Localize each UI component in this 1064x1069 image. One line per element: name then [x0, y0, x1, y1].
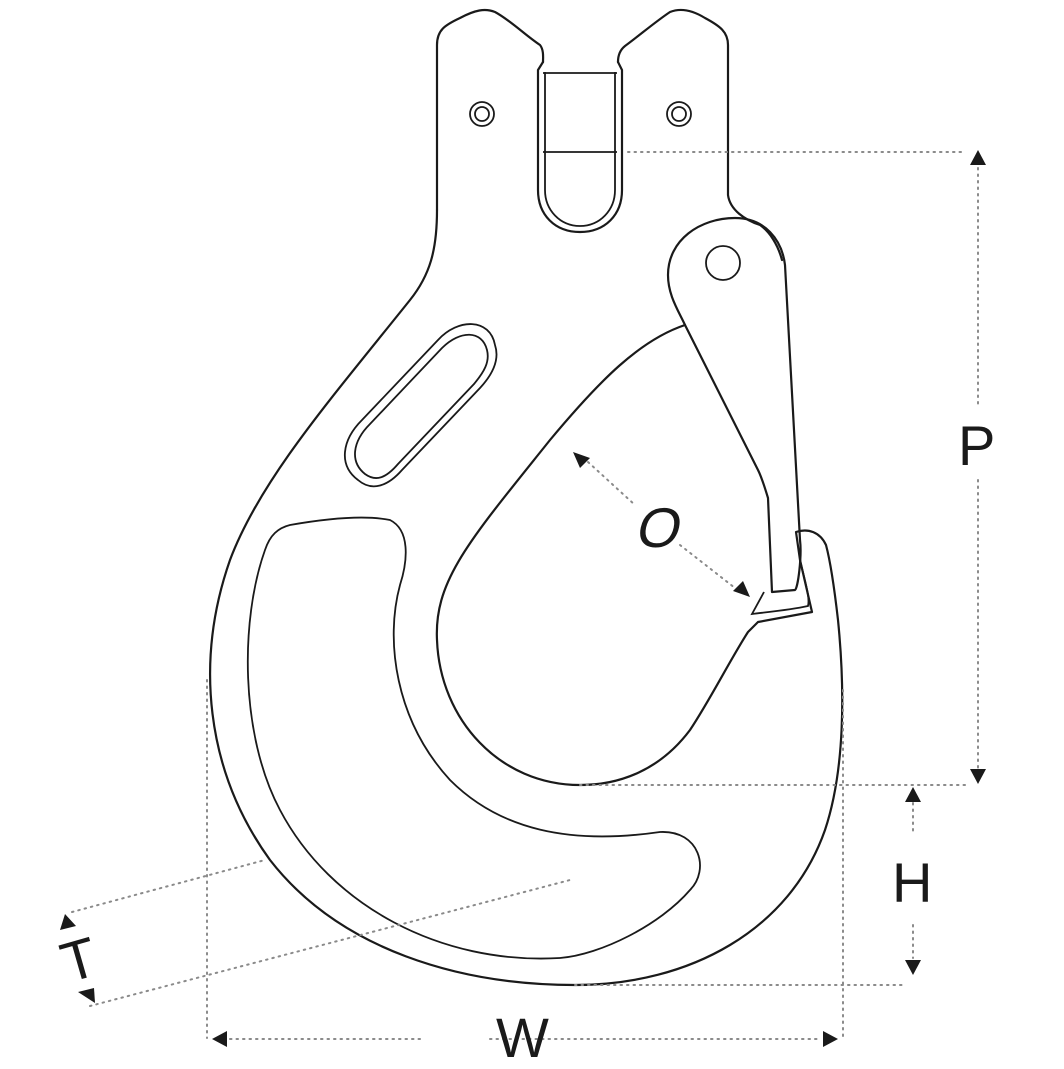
latch-pivot-hole-icon: [705, 245, 741, 281]
dimension-o-line-lower: [679, 544, 736, 589]
dimension-t-arrow-up-icon: [60, 914, 76, 930]
dimension-o-arrow-upleft-icon: [573, 452, 590, 468]
dimension-label-w: W: [496, 1006, 549, 1069]
safety-latch-outline: [666, 216, 802, 594]
dimension-p-arrow-up-icon: [970, 150, 986, 165]
dimension-w-arrow-right-icon: [823, 1031, 838, 1047]
dimension-h-arrow-down-icon: [905, 960, 921, 975]
dimension-label-p: P: [958, 414, 996, 477]
clevis-slot-inner: [544, 72, 616, 227]
dimension-t-extension-lower: [89, 879, 571, 1007]
latch-spring-tip: [750, 559, 810, 616]
right-pin-hole-icon: [666, 101, 692, 127]
clevis-slot-outline: [536, 60, 624, 234]
dimension-h-arrow-up-icon: [905, 787, 921, 802]
dimension-t-arrow-down-icon: [78, 988, 95, 1003]
oval-slot-outline: [343, 323, 498, 488]
dimension-o-line-upper: [587, 461, 636, 506]
left-lug-outline: [435, 8, 545, 212]
dimension-label-h: H: [892, 851, 933, 914]
dimension-t-extension-upper: [71, 859, 266, 913]
crescent-recess-outline: [246, 516, 701, 960]
hook-body-outline: [209, 208, 844, 987]
left-pin-hole-icon: [469, 101, 495, 127]
dimension-w-arrow-left-icon: [212, 1031, 227, 1047]
dimension-p-arrow-down-icon: [970, 769, 986, 784]
dimension-o-arrow-downright-icon: [733, 581, 750, 597]
